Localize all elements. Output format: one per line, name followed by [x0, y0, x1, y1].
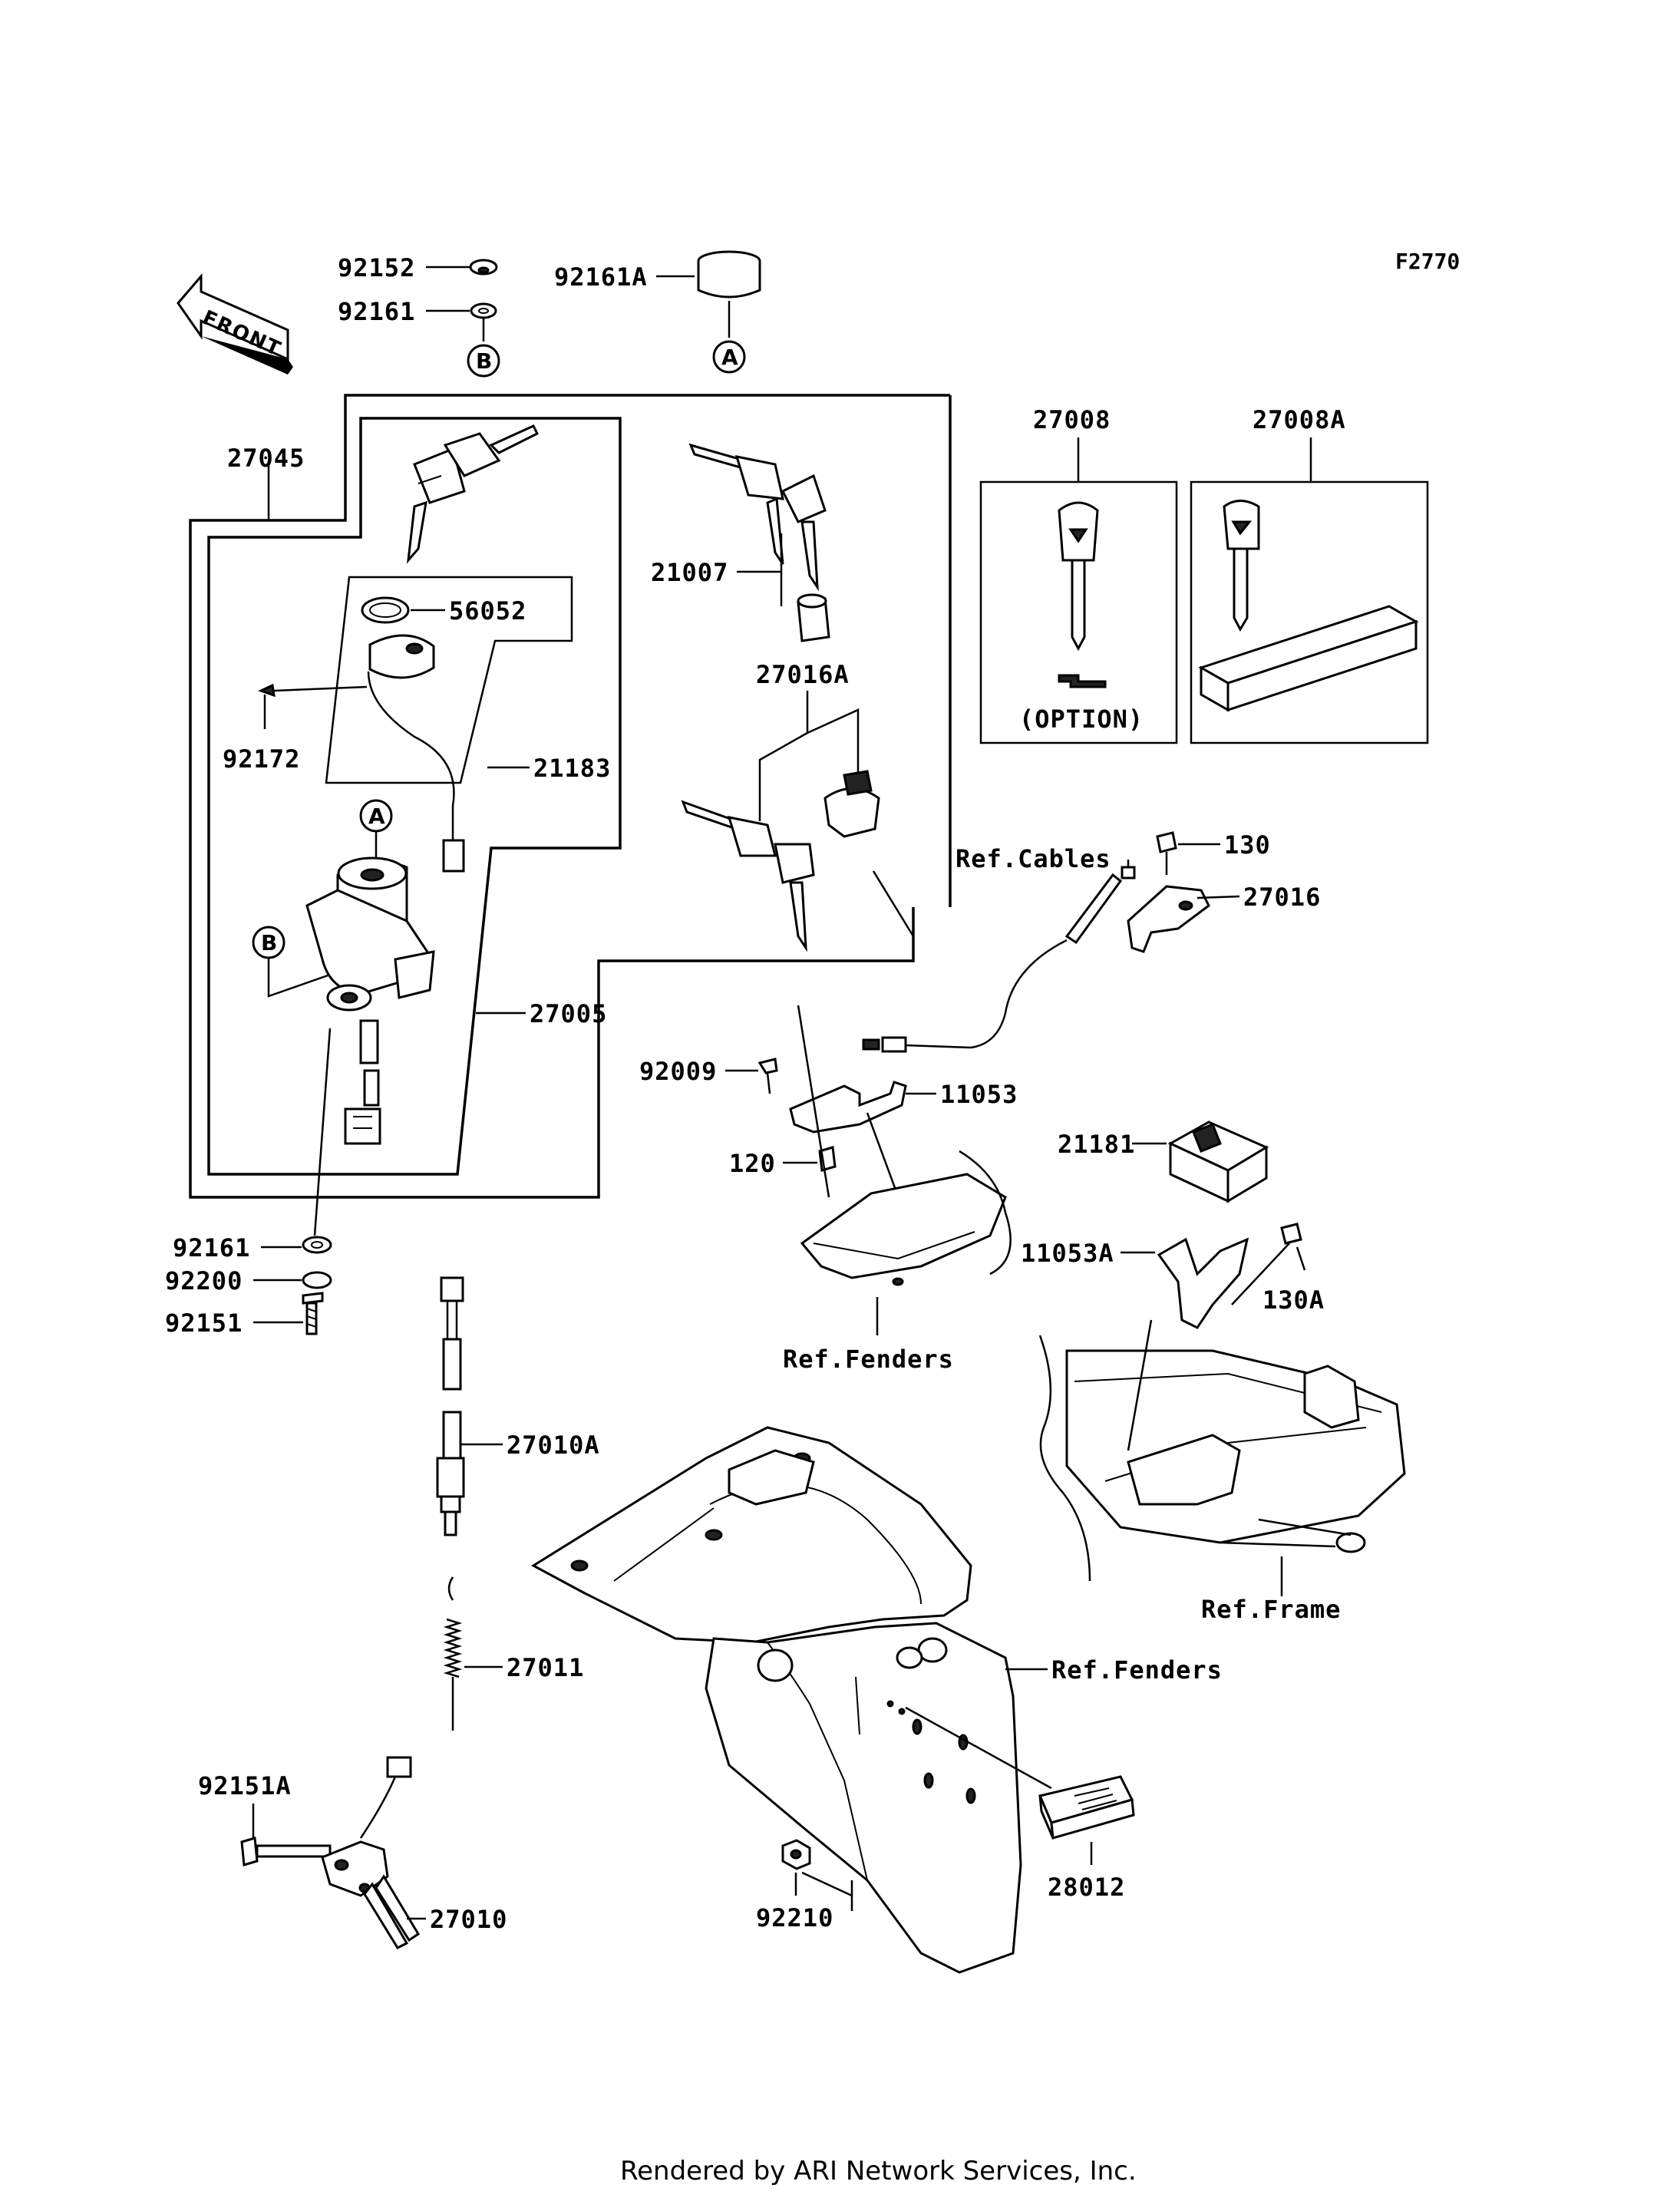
marker-b-top-text: B: [476, 348, 492, 374]
part-27016A-label: 27016A: [756, 660, 850, 689]
part-27005-label: 27005: [530, 999, 607, 1028]
part-27016-label: 27016: [1243, 883, 1321, 912]
rear-fender-reference: [531, 1426, 1048, 1974]
part-130A-label: 130A: [1262, 1285, 1325, 1315]
part-130-label: 130: [1224, 830, 1271, 860]
part-92161A-label: 92161A: [554, 262, 648, 292]
part-27008-box: [979, 480, 1178, 744]
part-130-bolt: [1156, 831, 1220, 875]
marker-b-mid-text: B: [261, 930, 277, 955]
marker-a-top-text: A: [721, 345, 738, 370]
figure-code: F2770: [1395, 249, 1460, 274]
ref-fenders-bottom-label: Ref.Fenders: [1051, 1655, 1223, 1685]
part-27008-label: 27008: [1033, 405, 1111, 434]
part-130A-bolt: [1231, 1223, 1306, 1305]
footer-credit: Rendered by ARI Network Services, Inc.: [620, 2156, 1137, 2186]
frame-reference: [1038, 1319, 1406, 1582]
part-92172-label: 92172: [223, 744, 300, 774]
part-27011-label: 27011: [507, 1653, 584, 1682]
part-92172-screw: [258, 683, 276, 698]
part-27016A-lock: [823, 770, 880, 838]
part-21007-label: 21007: [651, 558, 728, 587]
part-21181-label: 21181: [1058, 1130, 1135, 1159]
option-label: (OPTION): [1019, 705, 1144, 734]
part-27010-switch: [321, 1756, 421, 1949]
part-27010A-switch: [436, 1276, 465, 1536]
ref-fenders-top-label: Ref.Fenders: [783, 1345, 954, 1374]
part-92151-label: 92151: [165, 1309, 243, 1338]
part-27010A-label: 27010A: [507, 1431, 600, 1460]
part-11053-label: 11053: [940, 1080, 1018, 1109]
part-92151A-label: 92151A: [198, 1771, 292, 1800]
part-11053A-bracket: [1157, 1237, 1249, 1329]
ref-cables-label: Ref.Cables: [956, 844, 1111, 873]
part-92210-label: 92210: [756, 1903, 833, 1932]
part-92161-washer-bottom: [302, 1236, 332, 1254]
part-56052-label: 56052: [449, 596, 526, 625]
cable-assembly: [862, 860, 1136, 1053]
part-21183-light: [367, 634, 465, 873]
option-key-blank-icon: [1058, 674, 1107, 688]
marker-a-mid-text: A: [368, 804, 385, 829]
part-92200-label: 92200: [165, 1266, 243, 1295]
part-27008A-key: [1223, 500, 1260, 632]
part-92161-bottom-label: 92161: [173, 1233, 250, 1262]
part-92161-top-label: 92161: [338, 297, 415, 326]
kit-27045-boundary: [189, 394, 950, 1199]
fender-mount-top: [797, 1005, 1012, 1286]
part-21181-relay: [1132, 1120, 1269, 1203]
ref-frame-label: Ref.Frame: [1201, 1595, 1341, 1624]
part-92151-screw: [302, 1292, 324, 1335]
part-27008A-box: [1190, 480, 1429, 744]
part-92151A-bolt: [240, 1837, 332, 1866]
kit-21183-boundary: [325, 576, 573, 784]
part-27008-key: [1058, 501, 1099, 652]
marker-b-top: [467, 344, 500, 378]
part-27011-spring: [443, 1576, 463, 1731]
part-92152-label: 92152: [338, 253, 415, 282]
part-11053A-label: 11053A: [1021, 1239, 1114, 1268]
ignition-switch-27005: [305, 856, 435, 1236]
marker-a-top: [712, 340, 746, 374]
part-92009-screw: [757, 1058, 778, 1074]
part-56052-ring: [361, 596, 410, 624]
part-120-label: 120: [729, 1149, 776, 1178]
keys-21007: [688, 443, 827, 592]
part-92161-washer-top: [426, 302, 497, 342]
part-28012-label: 28012: [1048, 1873, 1125, 1902]
part-92200-washer: [302, 1271, 332, 1289]
part-11053-bracket: [789, 1081, 907, 1134]
kit-27005-boundary: [207, 417, 622, 1176]
part-27016-bracket: [1127, 885, 1240, 953]
part-92152-group: [426, 259, 498, 276]
part-92009-label: 92009: [639, 1057, 717, 1086]
part-21183-label: 21183: [533, 754, 611, 783]
keys-27005: [406, 424, 540, 564]
part-27008A-label: 27008A: [1253, 405, 1346, 434]
key-holder-case: [1198, 605, 1419, 712]
keys-27016A: [681, 800, 815, 952]
part-92161A-collar: [656, 250, 761, 338]
part-28012-reflector: [1038, 1775, 1135, 1840]
part-27045-label: 27045: [227, 444, 305, 473]
front-direction-arrow: FRONT: [177, 272, 293, 375]
part-27010-label: 27010: [430, 1905, 507, 1934]
